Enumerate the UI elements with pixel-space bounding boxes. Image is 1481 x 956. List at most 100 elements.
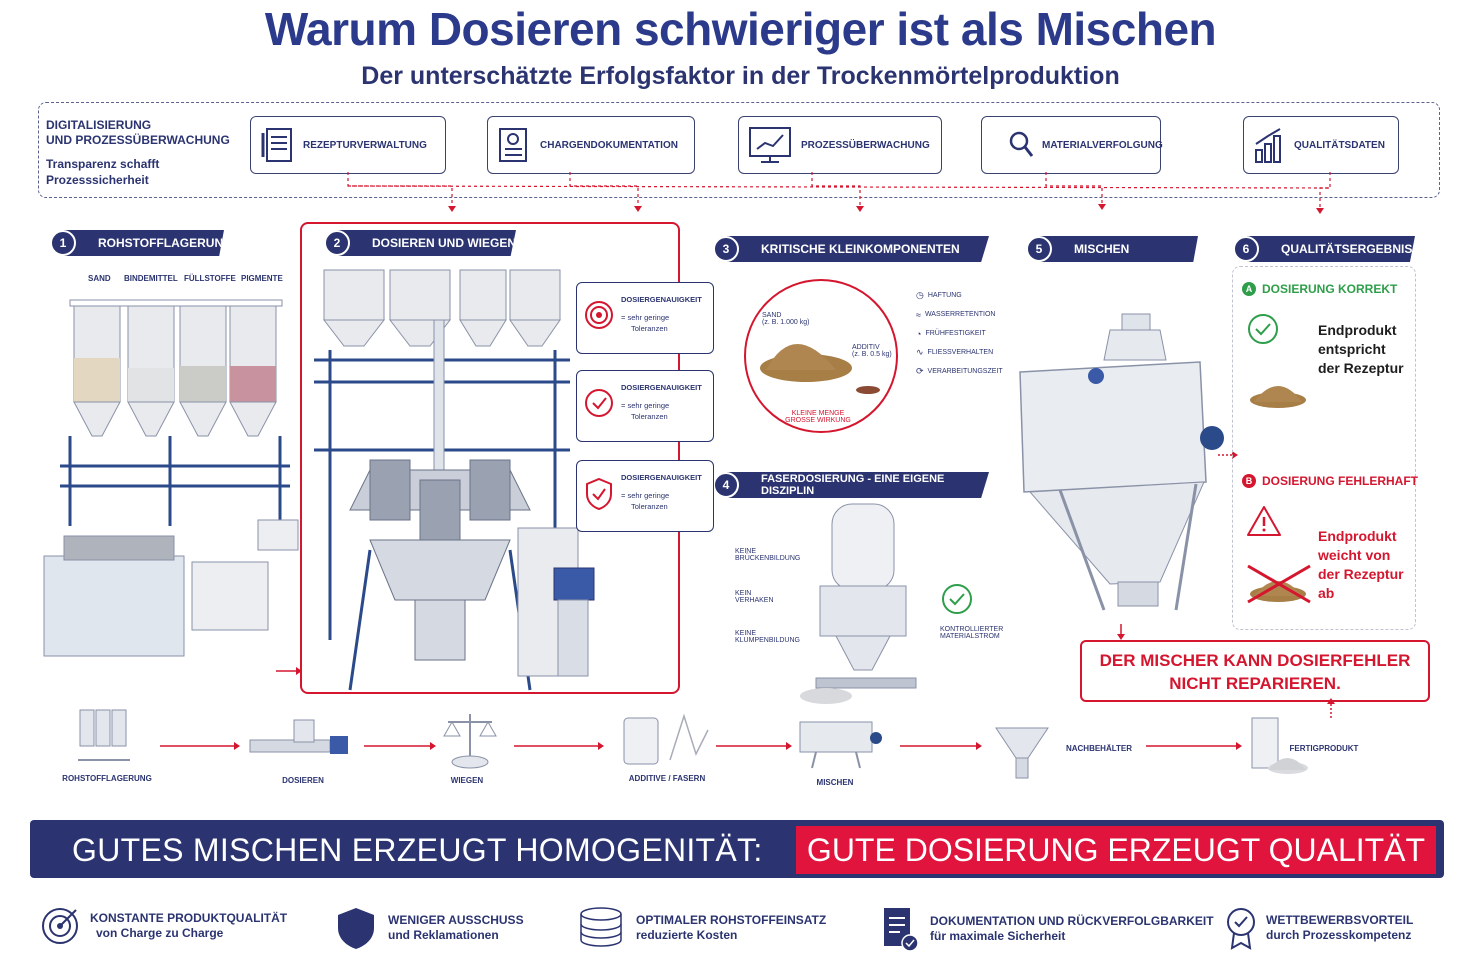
magnifier-icon	[1009, 131, 1034, 157]
target-icon	[42, 908, 78, 944]
mixer-illustration	[1019, 313, 1224, 611]
badge-a: A	[1242, 282, 1256, 296]
quality-bad-line: der Rezeptur	[1318, 566, 1404, 582]
accuracy-line2: Toleranzen	[631, 324, 668, 333]
card-label: REZEPTURVERWALTUNG	[303, 139, 427, 151]
caption-line2: GROSSE WIRKUNG	[785, 417, 851, 424]
document-pen-icon	[261, 128, 292, 162]
banner-right-box: GUTE DOSIERUNG ERZEUGT QUALITÄT	[796, 826, 1436, 874]
controlled-line2: MATERIALSTROM	[940, 633, 1000, 640]
digital-connectors	[347, 172, 1331, 214]
banner-left-text: GUTES MISCHEN ERZEUGT HOMOGENITÄT:	[72, 832, 763, 868]
digitalization-title: DIGITALISIERUNG UND PROZESSÜBERWACHUNG	[46, 118, 230, 148]
quality-bad-line: ab	[1318, 585, 1335, 601]
section-6-header: QUALITÄTSERGEBNIS	[1247, 236, 1415, 262]
warning-icon	[1247, 506, 1281, 536]
quality-ok-line: der Rezeptur	[1318, 360, 1404, 376]
accuracy-card-2: DOSIERGENAUIGKEIT = sehr geringe Toleran…	[576, 370, 714, 442]
section-1-header: ROHSTOFFLAGERUNG	[64, 230, 224, 256]
effect-item: ⟳VERARBEITUNGSZEIT	[916, 362, 1003, 381]
process-dosing-icon	[249, 719, 348, 754]
section-1-label: ROHSTOFFLAGERUNG	[98, 236, 233, 250]
sand-label: SAND(z. B. 1.000 kg)	[762, 312, 809, 326]
process-label-weighing: WIEGEN	[450, 776, 484, 785]
effect-label: FLIESSVERHALTEN	[927, 349, 994, 356]
quality-ok-header: A DOSIERUNG KORREKT	[1242, 282, 1397, 296]
card-quality-data[interactable]: QUALITÄTSDATEN	[1243, 116, 1399, 174]
effect-label: HAFTUNG	[927, 292, 962, 299]
benefit-title: OPTIMALER ROHSTOFFEINSATZ	[636, 913, 827, 927]
good-powder-image	[1250, 386, 1306, 408]
additive-label: ADDITIV(z. B. 0.5 kg)	[852, 344, 892, 358]
card-material-tracking[interactable]: MATERIALVERFOLGUNG	[981, 116, 1163, 174]
process-label-dosing: DOSIEREN	[282, 776, 324, 785]
card-process-monitoring[interactable]: PROZESSÜBERWACHUNG	[738, 116, 942, 174]
benefit-title: WENIGER AUSSCHUSS	[388, 913, 524, 927]
controlled-line1: KONTROLLIERTER	[940, 626, 1004, 633]
accuracy-line1: = sehr geringe	[621, 313, 670, 322]
section-4-number: 4	[713, 472, 739, 498]
scale-icon	[443, 714, 497, 769]
arrow-to-error	[1218, 451, 1238, 459]
digitalization-title-line2: UND PROZESSÜBERWACHUNG	[46, 133, 230, 147]
banner-right-text: GUTE DOSIERUNG ERZEUGT QUALITÄT	[806, 831, 1426, 868]
effect-label: FRÜHFESTIGKEIT	[925, 330, 986, 337]
adhesion-icon: ◷	[916, 290, 924, 300]
card-label: PROZESSÜBERWACHUNG	[801, 139, 930, 151]
additive-label-line2: (z. B. 0.5 kg)	[852, 351, 892, 358]
page-subtitle: Der unterschätzte Erfolgsfaktor in der T…	[361, 62, 1120, 90]
silo-label-sand: SAND	[88, 274, 111, 283]
benefit-subtitle: durch Prozesskompetenz	[1266, 928, 1412, 942]
section-5-header: MISCHEN	[1040, 236, 1198, 262]
shield-icon	[338, 908, 374, 949]
bad-powder-image	[1247, 564, 1311, 604]
flow-icon: ∿	[916, 347, 924, 357]
section-2-label: DOSIEREN UND WIEGEN	[372, 236, 517, 250]
silo-sand	[73, 305, 121, 437]
section-5-label: MISCHEN	[1074, 242, 1130, 256]
dosing-plant-illustration	[314, 269, 570, 691]
process-label-hopper: NACHBEHÄLTER	[1065, 744, 1133, 753]
monitor-chart-icon	[749, 127, 791, 163]
caption-line1: KLEINE MENGE	[791, 410, 845, 417]
benefit-title: KONSTANTE PRODUKTQUALITÄT	[90, 911, 288, 925]
digitalization-box	[38, 102, 1440, 198]
process-mixer-icon	[799, 721, 882, 769]
arrow-down-to-warning	[1117, 624, 1125, 640]
silo-label-filler: FÜLLSTOFFE	[184, 274, 236, 283]
quality-ok-line: entspricht	[1318, 341, 1386, 357]
coins-icon	[580, 907, 622, 947]
silo-label-binder: BINDEMITTEL	[124, 274, 178, 283]
check-circle-icon	[1248, 314, 1278, 344]
strength-icon: ◔	[916, 328, 922, 339]
document-check-icon	[884, 908, 919, 952]
card-recipe-management[interactable]: REZEPTURVERWALTUNG	[250, 116, 446, 174]
section-6-label: QUALITÄTSERGEBNIS	[1281, 242, 1413, 256]
section-2-header: DOSIEREN UND WIEGEN	[338, 230, 516, 256]
effect-item: ◔FRÜHFESTIGKEIT	[916, 324, 1003, 343]
quality-bad-header: B DOSIERUNG FEHLERHAFT	[1242, 474, 1418, 488]
section-1-number: 1	[50, 230, 76, 256]
page-title: Warum Dosieren schwieriger ist als Misch…	[264, 3, 1217, 55]
bar-growth-icon	[1255, 128, 1281, 163]
effect-item: ≈WASSERRETENTION	[916, 305, 1003, 324]
process-arrows	[160, 742, 1242, 750]
card-batch-documentation[interactable]: CHARGENDOKUMENTATION	[487, 116, 695, 174]
badge-b: B	[1242, 474, 1256, 488]
accuracy-line2: Toleranzen	[631, 412, 668, 421]
effect-label: WASSERRETENTION	[924, 311, 996, 318]
accuracy-line1: = sehr geringe	[621, 491, 670, 500]
accuracy-line2: Toleranzen	[631, 502, 668, 511]
effect-label: VERARBEITUNGSZEIT	[927, 368, 1003, 375]
effects-list: ◷HAFTUNG ≈WASSERRETENTION ◔FRÜHFESTIGKEI…	[916, 286, 1003, 381]
silo-filler	[179, 305, 227, 437]
benefit-title: DOKUMENTATION UND RÜCKVERFOLGBARKEIT	[930, 914, 1214, 928]
section-3-label: KRITISCHE KLEINKOMPONENTEN	[761, 242, 960, 256]
fiber-item-line: KEINE	[735, 630, 757, 637]
